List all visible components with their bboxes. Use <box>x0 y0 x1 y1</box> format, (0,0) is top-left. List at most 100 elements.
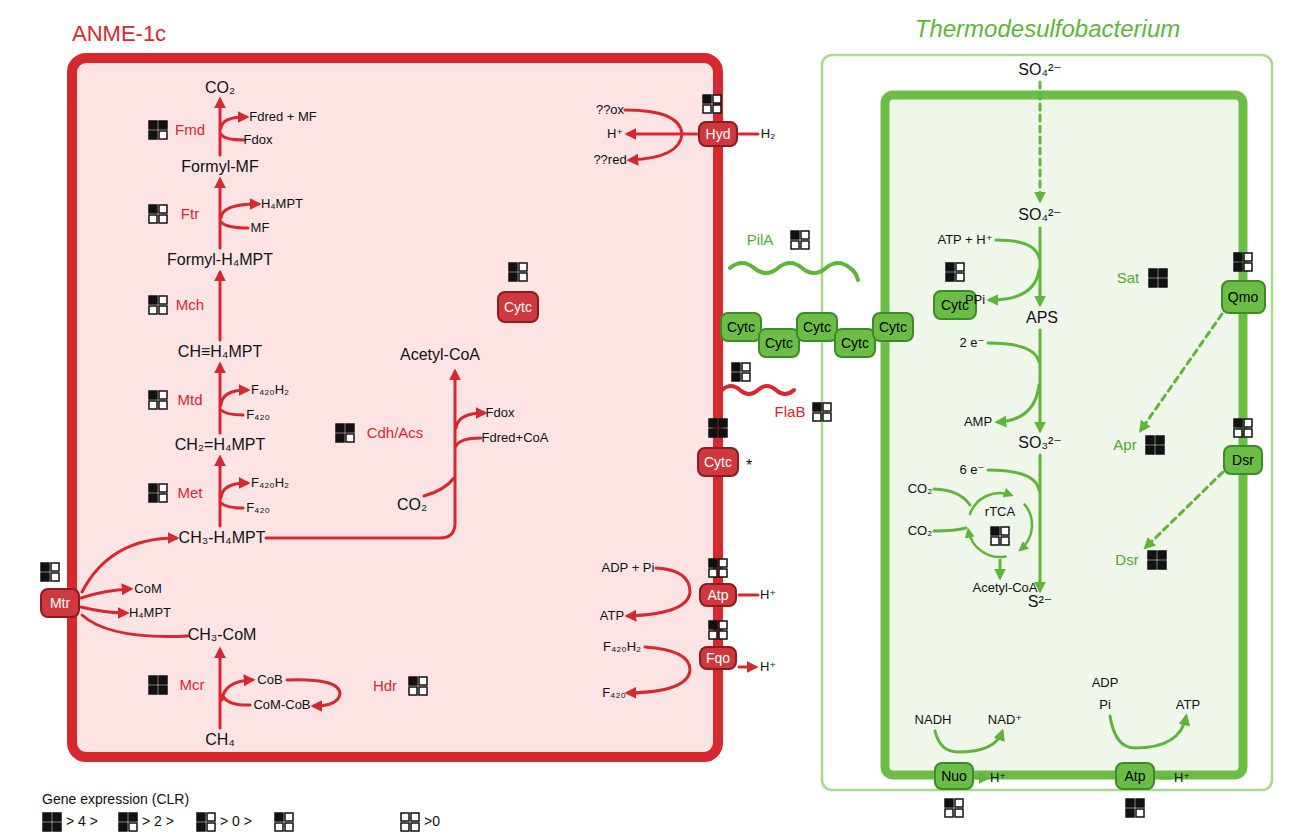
expression-square <box>149 494 157 502</box>
expression-square <box>709 429 717 437</box>
metabolite-label: NAD⁺ <box>988 713 1022 727</box>
reaction-arrow <box>1039 330 1042 430</box>
reaction-arrow <box>219 650 222 728</box>
expression-square <box>159 296 167 304</box>
expression-square <box>945 799 953 807</box>
metabolite-label: MF <box>251 221 270 235</box>
metabolite-label: F₄₂₀H₂ <box>251 476 289 490</box>
inner-membrane <box>885 95 1243 775</box>
reaction-line <box>934 528 966 531</box>
metabolite-label: Formyl-H₄MPT <box>167 251 273 269</box>
legend-text: >0 <box>424 814 440 829</box>
metabolite-label: H⁺ <box>990 771 1006 785</box>
reaction-arrow <box>739 666 755 669</box>
complex-name: Cytc <box>727 320 755 334</box>
protein-complex: Cytc <box>720 312 762 342</box>
complex-name: Qmo <box>1228 290 1258 304</box>
expression-square <box>1234 263 1242 271</box>
metabolite-label: CH₃-CoM <box>188 626 257 644</box>
expression-square <box>43 823 51 831</box>
metabolite-label: H₄MPT <box>129 606 171 620</box>
metabolite-label: AMP <box>964 415 992 429</box>
expression-square <box>1244 263 1252 271</box>
expression-square <box>346 434 354 442</box>
expression-square <box>1158 551 1166 559</box>
metabolite-label: F₄₂₀H₂ <box>251 383 289 397</box>
expression-square <box>159 484 167 492</box>
metabolite-label: 6 e⁻ <box>960 463 985 477</box>
reaction-line <box>222 695 250 705</box>
outer-membrane <box>822 55 1272 790</box>
flagellum <box>722 386 794 394</box>
expression-square <box>703 105 711 113</box>
protein-complex: Hyd <box>698 121 738 147</box>
expression-square <box>197 823 205 831</box>
reaction-line <box>221 222 248 228</box>
metabolite-label: * <box>746 457 752 475</box>
reaction-line <box>988 470 1039 490</box>
metabolite-label: ADP <box>1092 676 1119 690</box>
expression-square <box>1146 436 1154 444</box>
expression-square <box>709 569 717 577</box>
metabolite-label: H⁺ <box>760 588 776 602</box>
expression-square <box>732 363 740 371</box>
expression-square <box>742 363 750 371</box>
metabolite-label: CO₂ <box>205 79 235 97</box>
reaction-arrow <box>221 483 247 498</box>
metabolite-label: ATP <box>600 609 624 623</box>
reaction-line <box>934 489 970 505</box>
expression-square <box>1001 537 1009 545</box>
metabolite-label: ATP + H⁺ <box>937 233 992 247</box>
metabolite-label: H⁺ <box>607 127 623 141</box>
reaction-arrow <box>1039 228 1042 304</box>
metabolite-label: CO₂ <box>397 496 427 514</box>
metabolite-label: Acetyl-CoA <box>972 581 1037 595</box>
expression-square <box>411 813 419 821</box>
expression-square <box>149 205 157 213</box>
reaction-line <box>424 478 454 496</box>
expression-square <box>791 231 799 239</box>
reaction-arrow <box>221 204 258 218</box>
metabolite-label: H₂ <box>761 127 775 141</box>
expression-square <box>955 809 963 817</box>
reaction-arrow <box>81 589 130 598</box>
expression-square <box>1136 809 1144 817</box>
expression-square <box>129 813 137 821</box>
transport-arrow <box>1039 82 1042 200</box>
expression-square <box>1148 561 1156 569</box>
reaction-line <box>739 133 758 136</box>
expression-square <box>53 813 61 821</box>
expression-square <box>409 687 417 695</box>
expression-square <box>742 373 750 381</box>
expression-square <box>51 563 59 571</box>
expression-square <box>159 494 167 502</box>
expression-square <box>149 215 157 223</box>
expression-square <box>991 527 999 535</box>
reaction-arrow <box>628 133 697 136</box>
reaction-arrow <box>266 372 455 538</box>
protein-complex: Fqo <box>699 646 737 670</box>
metabolite-label: rTCA <box>985 505 1015 519</box>
reaction-arrow <box>221 390 247 405</box>
enzyme-label: Apr <box>1113 437 1136 454</box>
expression-square <box>1234 429 1242 437</box>
complex-name: Cytc <box>841 336 869 350</box>
metabolite-label: CoB <box>257 673 282 687</box>
metabolite-label: SO₄²⁻ <box>1018 61 1061 79</box>
expression-square <box>346 424 354 432</box>
expression-square <box>956 273 964 281</box>
reaction-arrow <box>221 117 246 128</box>
metabolite-label: F₄₂₀ <box>246 501 270 515</box>
metabolite-label: F₄₂₀ <box>246 408 270 422</box>
metabolite-label: CH₂=H₄MPT <box>175 436 266 454</box>
enzyme-label: FlaB <box>775 404 806 421</box>
enzyme-label: Ftr <box>181 206 199 223</box>
metabolite-label: Fdred+CoA <box>482 431 549 445</box>
reaction-line <box>1160 777 1171 780</box>
enzyme-label: Fmd <box>175 122 205 139</box>
expression-square <box>149 131 157 139</box>
metabolite-label: ??red <box>593 153 626 167</box>
expression-square <box>159 391 167 399</box>
expression-square <box>149 306 157 314</box>
expression-square <box>119 823 127 831</box>
